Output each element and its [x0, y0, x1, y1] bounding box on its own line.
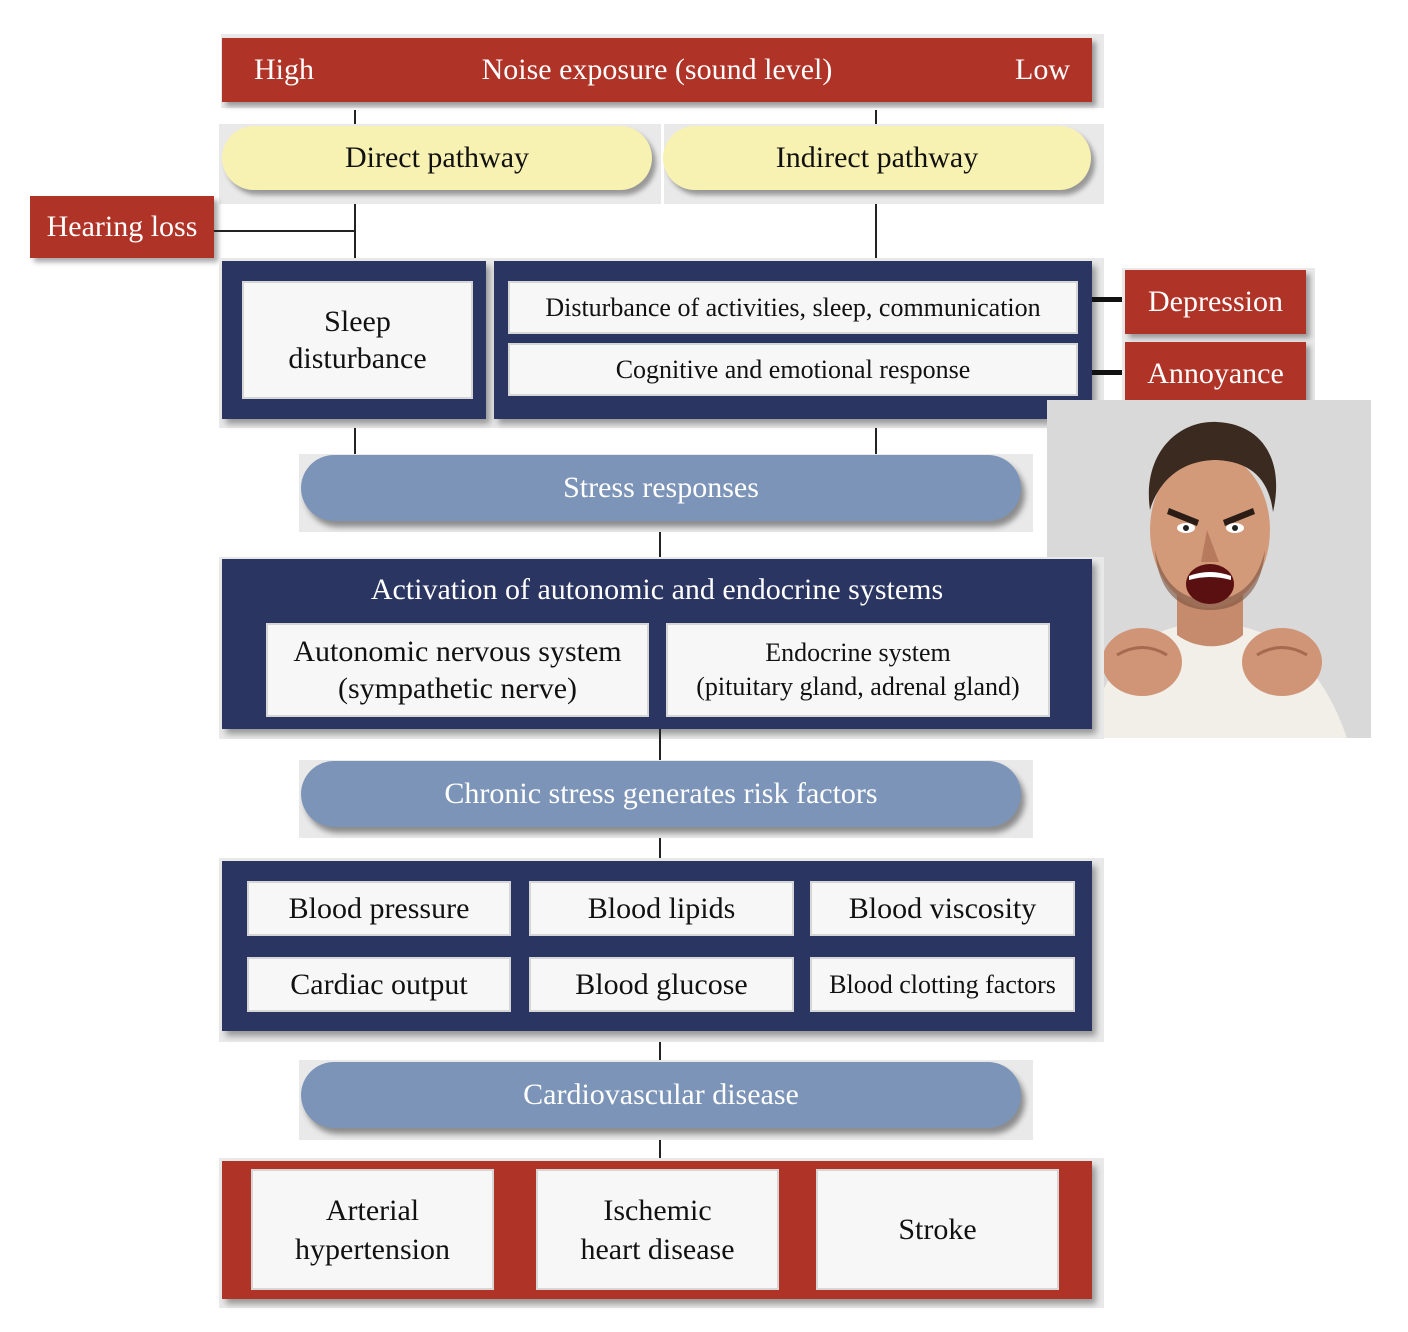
cognitive-box: Cognitive and emotional response	[508, 343, 1078, 396]
ischemic-box: Ischemic heart disease	[536, 1169, 779, 1290]
risk-factor-blood-pressure: Blood pressure	[288, 891, 470, 925]
risk-factor-box: Cardiac output	[247, 957, 511, 1012]
direct-pathway-pill: Direct pathway	[222, 126, 652, 190]
risk-factor-box: Blood clotting factors	[810, 957, 1075, 1012]
disturbance-box: Disturbance of activities, sleep, commun…	[508, 281, 1078, 334]
disturbance-label: Disturbance of activities, sleep, commun…	[545, 292, 1041, 322]
connector	[354, 110, 356, 126]
stroke-box: Stroke	[816, 1169, 1059, 1290]
depression-box: Depression	[1125, 270, 1306, 334]
risk-factor-blood-glucose: Blood glucose	[575, 967, 748, 1001]
connector	[214, 230, 355, 232]
risk-factor-blood-lipids: Blood lipids	[587, 891, 736, 925]
hypertension-line1: Arterial	[325, 1193, 420, 1227]
connector	[354, 204, 356, 260]
connector	[875, 110, 877, 126]
indirect-pathway-label: Indirect pathway	[775, 141, 979, 174]
risk-factor-box: Blood pressure	[247, 881, 511, 936]
connector	[659, 729, 661, 761]
connector	[875, 428, 877, 456]
endocrine-line2: (pituitary gland, adrenal gland)	[696, 672, 1020, 701]
annoyance-connector	[1092, 370, 1126, 375]
connector	[659, 838, 661, 862]
indirect-pathway-pill: Indirect pathway	[663, 126, 1091, 190]
activation-title-label: Activation of autonomic and endocrine sy…	[370, 573, 944, 606]
pathway-divider	[661, 124, 664, 204]
cardiovascular-disease-pill: Cardiovascular disease	[301, 1062, 1021, 1128]
sleep-disturbance-box: Sleep disturbance	[242, 281, 473, 399]
cardiovascular-disease-label: Cardiovascular disease	[523, 1078, 799, 1111]
risk-factor-box: Blood glucose	[529, 957, 794, 1012]
angry-man-illustration	[1087, 421, 1347, 738]
annoyance-label: Annoyance	[1147, 357, 1284, 390]
risk-factor-blood-viscosity: Blood viscosity	[848, 891, 1037, 925]
noise-exposure-bar: High Noise exposure (sound level) Low	[222, 38, 1092, 102]
connector	[875, 204, 877, 260]
noise-exposure-title: Noise exposure (sound level)	[481, 53, 833, 86]
stress-responses-label: Stress responses	[563, 471, 759, 504]
noise-high-label: High	[254, 53, 314, 86]
ischemic-line2: heart disease	[580, 1232, 735, 1266]
risk-factor-box: Blood viscosity	[810, 881, 1075, 936]
sleep-disturbance-line1: Sleep	[324, 304, 391, 338]
hearing-loss-box: Hearing loss	[30, 196, 214, 258]
autonomic-line2: (sympathetic nerve)	[337, 672, 578, 705]
direct-pathway-label: Direct pathway	[344, 141, 530, 174]
autonomic-line1: Autonomic nervous system	[293, 634, 622, 668]
autonomic-box: Autonomic nervous system (sympathetic ne…	[266, 623, 649, 717]
chronic-stress-pill: Chronic stress generates risk factors	[301, 761, 1021, 827]
hypertension-line2: hypertension	[295, 1232, 450, 1266]
connector	[659, 532, 661, 560]
connector	[659, 1140, 661, 1162]
sleep-disturbance-line2: disturbance	[288, 342, 427, 375]
endocrine-box: Endocrine system (pituitary gland, adren…	[666, 623, 1050, 717]
stroke-label: Stroke	[898, 1212, 977, 1246]
annoyance-box: Annoyance	[1125, 342, 1306, 406]
hearing-loss-label: Hearing loss	[46, 210, 198, 243]
chronic-stress-label: Chronic stress generates risk factors	[444, 777, 878, 810]
depression-label: Depression	[1148, 285, 1283, 318]
risk-factor-cardiac-output: Cardiac output	[290, 967, 468, 1001]
risk-factor-blood-clotting: Blood clotting factors	[829, 969, 1056, 999]
noise-low-label: Low	[1015, 53, 1070, 86]
cognitive-label: Cognitive and emotional response	[615, 354, 971, 384]
connector	[354, 428, 356, 456]
ischemic-line1: Ischemic	[603, 1193, 712, 1227]
depression-connector	[1092, 297, 1126, 302]
hypertension-box: Arterial hypertension	[251, 1169, 494, 1290]
activation-title: Activation of autonomic and endocrine sy…	[222, 566, 1092, 614]
stress-responses-pill: Stress responses	[301, 455, 1021, 521]
endocrine-line1: Endocrine system	[765, 638, 951, 668]
connector	[659, 1042, 661, 1062]
risk-factor-box: Blood lipids	[529, 881, 794, 936]
